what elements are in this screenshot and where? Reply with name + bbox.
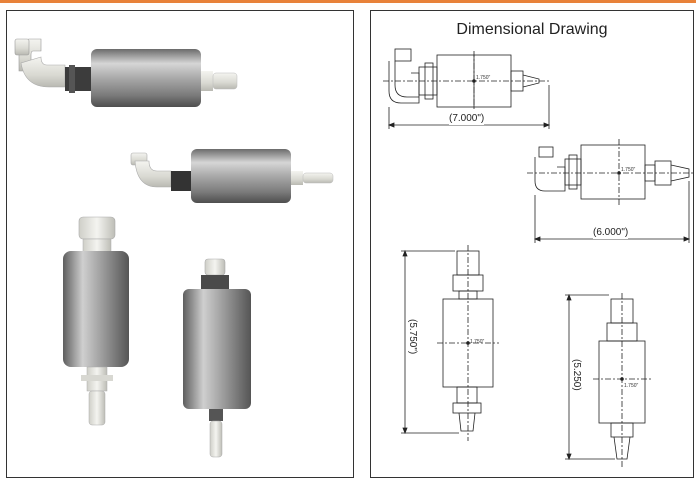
accent-bar — [0, 0, 696, 3]
photo-elbow-filter-large — [14, 38, 238, 107]
photo-inline-filter-large — [63, 216, 129, 426]
dim-diameter-1: 1.750" — [476, 75, 491, 81]
photo-inline-filter-small — [183, 258, 251, 458]
dim-length-6in: (6.000") — [593, 227, 629, 239]
drawing-horizontal-6in — [527, 139, 693, 243]
dim-length-5750: (5.750") — [407, 319, 418, 355]
drawing-title: Dimensional Drawing — [456, 21, 608, 38]
dim-diameter-4: 1.750" — [624, 383, 639, 389]
product-photos — [14, 38, 334, 458]
drawing-horizontal-7in — [383, 48, 551, 129]
dim-diameter-2: 1.750" — [621, 167, 636, 173]
dim-length-7in: (7.000") — [449, 113, 485, 125]
dimensional-drawing-panel: Dimensional Drawing — [370, 10, 694, 478]
drawing-lines — [383, 48, 693, 467]
photo-elbow-filter-small — [130, 149, 334, 203]
dim-length-5250: (5.250) — [571, 359, 582, 391]
dim-diameter-3: 1.750" — [470, 339, 485, 345]
drawing-vertical-5750 — [401, 245, 499, 441]
product-photo-panel — [6, 10, 354, 478]
drawing-vertical-5250 — [565, 293, 651, 467]
